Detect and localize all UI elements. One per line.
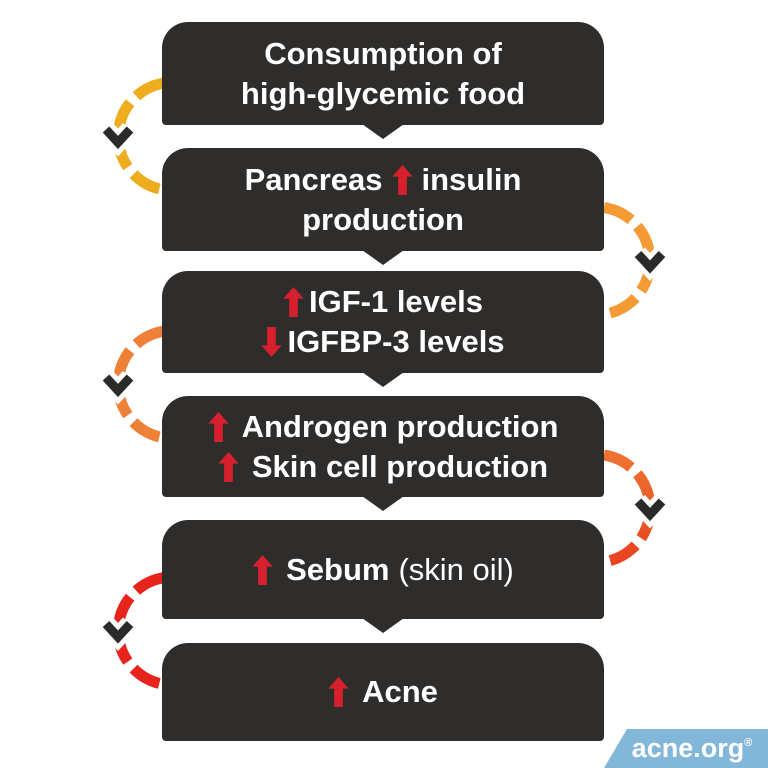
step-text: Consumption of (264, 35, 502, 71)
registered-mark: ® (744, 737, 753, 749)
step-text: IGF-1 levels (308, 284, 484, 319)
connector-notch (362, 496, 404, 511)
step-text-line: high-glycemic food (241, 74, 525, 114)
flow-arc-4 (603, 449, 656, 568)
step-text: Skin cell production (251, 448, 549, 484)
decrease-arrow-icon (261, 327, 283, 357)
step-text-line: IGF-1 levels (283, 282, 483, 322)
step-text: Androgen production (241, 408, 559, 444)
logo-text: acne.org (631, 733, 745, 763)
step-text-line: production (302, 200, 464, 240)
flow-arc-1 (112, 77, 165, 196)
step-text-line: Consumption of (264, 34, 502, 74)
increase-arrow-icon (207, 411, 229, 442)
step-text: Sebum (286, 551, 390, 587)
chevron-down-icon-4 (634, 498, 666, 522)
increase-arrow-icon (218, 451, 239, 482)
increase-arrow-icon (328, 677, 349, 707)
connector-notch (362, 372, 404, 387)
step-text-line: Androgen production (207, 407, 559, 447)
step-text: Acne (362, 674, 438, 709)
chevron-down-icon-1 (102, 126, 134, 150)
chevron-down-icon-5 (102, 620, 134, 644)
step-acne: Acne (162, 643, 604, 741)
step-text-line: Acne (328, 672, 438, 712)
step-text: IGFBP-3 levels (287, 324, 505, 359)
step-text-line: Pancreas insulin (245, 160, 522, 200)
step-text: high-glycemic food (240, 75, 526, 111)
step-text: production (302, 201, 464, 237)
step-text: Pancreas (244, 161, 383, 197)
connector-notch (362, 124, 404, 139)
increase-arrow-icon (252, 554, 273, 585)
step-androgen-skin-cell: Androgen production Skin cell production (162, 396, 604, 511)
step-sebum: Sebum (skin oil) (162, 520, 604, 633)
connector-notch (362, 618, 404, 633)
step-text-line: Skin cell production (218, 447, 548, 487)
connector-notch (362, 250, 404, 265)
step-text-line: IGFBP-3 levels (261, 322, 505, 362)
flow-arc-5 (112, 572, 165, 690)
step-igf-levels: IGF-1 levels IGFBP-3 levels (162, 271, 604, 387)
chevron-down-icon-2 (634, 250, 666, 274)
flow-arc-2 (603, 202, 656, 320)
step-consumption: Consumption of high-glycemic food (162, 22, 604, 139)
chevron-down-icon-3 (102, 374, 134, 398)
step-text-line: Sebum (skin oil) (252, 550, 514, 590)
step-insulin-production: Pancreas insulin production (162, 148, 604, 265)
increase-arrow-icon (283, 287, 304, 317)
step-text-secondary: (skin oil) (398, 551, 514, 587)
acne-org-logo: acne.org® (604, 729, 768, 768)
increase-arrow-icon (391, 164, 413, 195)
flow-arc-3 (112, 325, 165, 444)
step-text: insulin (421, 161, 522, 197)
